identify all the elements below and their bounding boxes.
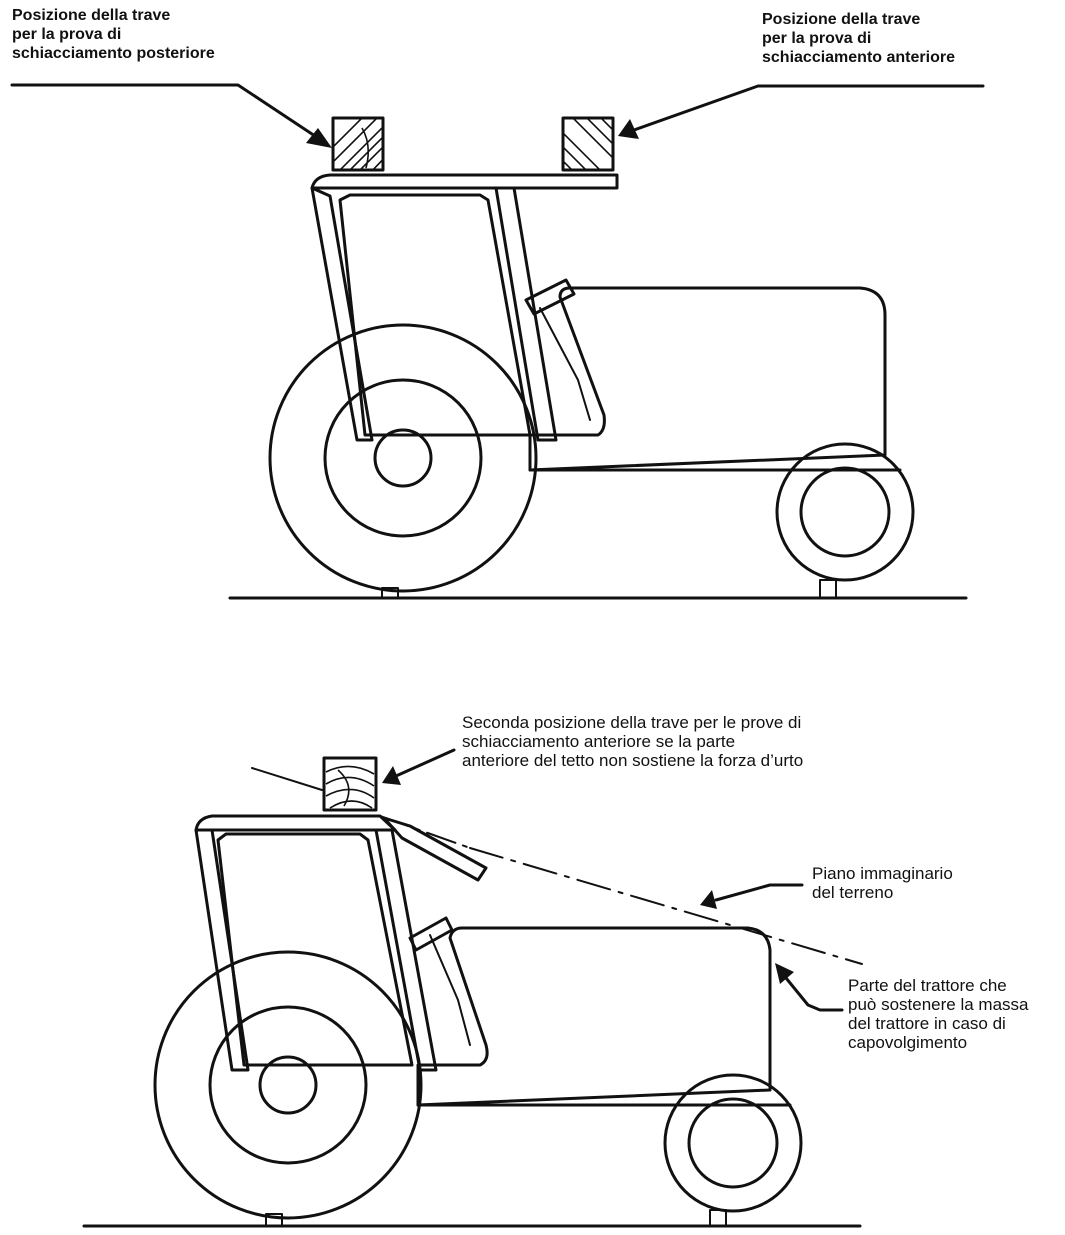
bottom-rear-wheel-rim (208, 1005, 368, 1165)
top-rear-wheel-outer (268, 323, 538, 593)
top-cab-window (338, 193, 532, 437)
front-beam-label-line-3: schiacciamento anteriore (762, 49, 955, 66)
bottom-tractor (82, 814, 862, 1228)
bottom-hood (416, 926, 772, 1107)
bottom-steering-wheel (408, 916, 454, 952)
imaginary-plane-label-line-1: Piano immaginario (812, 864, 953, 883)
support-part-pointer (775, 963, 844, 1012)
support-part-label-line-3: del trattore in caso di (848, 1014, 1006, 1033)
support-part-label-line-4: capovolgimento (848, 1033, 968, 1052)
imaginary-plane-label: Piano immaginario del terreno (812, 864, 953, 902)
rear-beam-label-line-3: schiacciamento posteriore (12, 45, 215, 62)
rear-beam-label-line-1: Posizione della trave (12, 7, 171, 24)
imaginary-plane-label-line-2: del terreno (812, 883, 894, 902)
second-beam-label-line-3: anteriore del tetto non sostiene la forz… (462, 751, 804, 770)
imaginary-plane-pointer (700, 883, 804, 909)
second-beam-block (322, 756, 378, 812)
top-steering-wheel (524, 278, 576, 316)
top-rear-tire-contact (381, 587, 399, 599)
rear-beam-label-line-2: per la prova di (12, 26, 122, 43)
support-part-label: Parte del trattore che può sostenere la … (848, 976, 1029, 1052)
bottom-roof (194, 814, 397, 832)
second-beam-label-line-1: Seconda posizione della trave per le pro… (462, 713, 802, 732)
bottom-front-tire-contact (709, 1209, 727, 1227)
rear-beam-label: Posizione della trave per la prova di sc… (12, 6, 215, 63)
top-tractor (228, 173, 968, 600)
top-rear-wheel-hub (373, 428, 433, 488)
front-beam-block (561, 116, 615, 172)
top-roof (310, 173, 619, 190)
top-front-wheel-rim (799, 466, 891, 558)
bottom-front-pillar (374, 828, 438, 1072)
rear-beam-pointer (10, 83, 332, 148)
bottom-rear-wheel-hub (258, 1055, 318, 1115)
top-hood (528, 286, 887, 472)
top-front-wheel-outer (775, 442, 915, 582)
second-beam-pointer (382, 748, 456, 785)
bottom-steering-column (429, 934, 471, 1046)
front-beam-label: Posizione della trave per la prova di sc… (762, 10, 955, 67)
top-front-tire-contact (819, 579, 837, 599)
front-beam-pointer (618, 84, 985, 139)
bottom-cab-window (216, 832, 414, 1067)
imaginary-ground-plane (251, 767, 863, 965)
bottom-rear-tire-contact (265, 1213, 283, 1227)
bottom-rear-pillar (194, 828, 250, 1072)
top-steering-column (539, 307, 591, 421)
top-rear-pillar (310, 186, 374, 442)
front-beam-label-line-1: Posizione della trave (762, 11, 921, 28)
support-part-label-line-2: può sostenere la massa (848, 995, 1029, 1014)
rear-beam-block (331, 116, 385, 172)
bottom-rear-wheel-outer (153, 950, 423, 1220)
top-front-pillar (494, 186, 558, 442)
support-part-label-line-1: Parte del trattore che (848, 976, 1007, 995)
top-rear-wheel-rim (323, 378, 483, 538)
second-beam-label: Seconda posizione della trave per le pro… (462, 713, 803, 770)
second-beam-label-line-2: schiacciamento anteriore se la parte (462, 732, 736, 751)
bottom-front-wheel-outer (663, 1073, 803, 1213)
front-beam-label-line-2: per la prova di (762, 30, 872, 47)
bottom-front-wheel-rim (687, 1097, 779, 1189)
